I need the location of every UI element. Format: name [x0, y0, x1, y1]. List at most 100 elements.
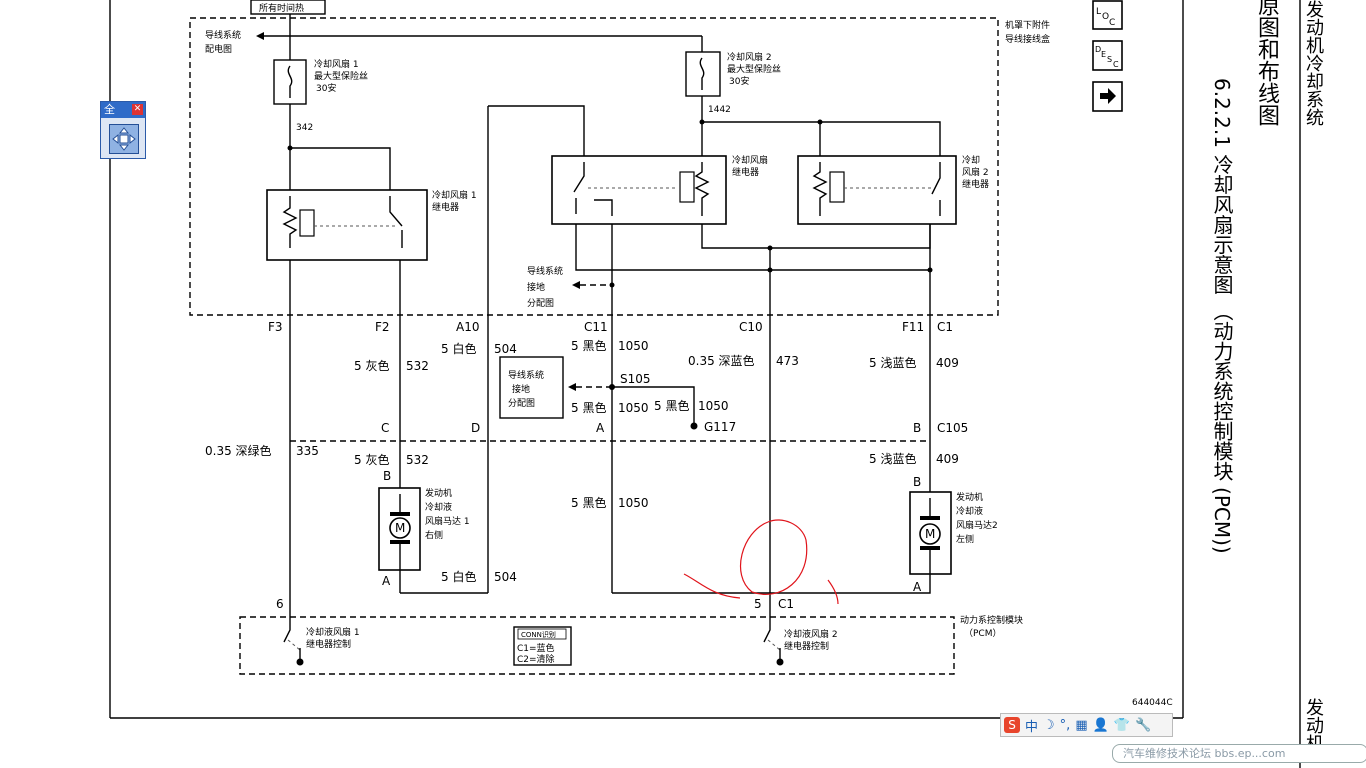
conn-id-box — [513, 626, 572, 666]
keyboard-icon[interactable]: ▦ — [1075, 717, 1088, 733]
arrow-right-icon — [1100, 88, 1116, 104]
fuse2-label-3: 30安 — [729, 75, 749, 87]
relay-2 — [797, 155, 957, 225]
wire-1442-label: 1442 — [708, 105, 731, 115]
pcm-pin-6: 6 — [276, 597, 284, 611]
pcm-connector-c1: C1 — [778, 597, 794, 611]
pcm-switch-2 — [763, 620, 771, 643]
wire-409b-num: 409 — [936, 452, 959, 466]
loc-button[interactable]: L O C — [1092, 0, 1123, 30]
wire-504-color: 5 白色 — [441, 341, 476, 356]
fuse2-label-1: 冷却风扇 2 — [727, 51, 772, 63]
moon-icon[interactable]: ☽ — [1043, 717, 1055, 733]
relay2-label-1: 冷却 — [962, 154, 980, 166]
close-icon[interactable]: ✕ — [132, 104, 143, 115]
vertical-footer: 发动机 — [1303, 698, 1324, 752]
motor2-brush — [920, 546, 940, 550]
motor-icon — [389, 517, 411, 539]
relaym-label-2: 继电器 — [732, 166, 759, 178]
relay2-resistor — [812, 162, 828, 216]
motor2-brush — [920, 516, 940, 520]
wire-1050d-color: 5 黑色 — [571, 496, 606, 510]
pcm-relay2-label-2: 继电器控制 — [784, 640, 829, 652]
underhood-junction-box — [189, 17, 999, 316]
relay1-resistor — [282, 196, 298, 248]
wire-504b-num: 504 — [494, 570, 517, 584]
wire-342-label: 342 — [296, 123, 313, 133]
wire-interconnect-1 — [575, 224, 930, 271]
wire-504b-color: 5 白色 — [441, 569, 476, 584]
fuse1-label-1: 冷却风扇 1 — [314, 58, 359, 70]
move-arrows-icon[interactable] — [109, 124, 139, 154]
conn-id-header — [517, 628, 567, 640]
floating-mini-panel[interactable]: 全 ✕ — [100, 101, 146, 159]
motor2-label-2: 冷却液 — [956, 505, 983, 517]
wire-1050d-num: 1050 — [618, 496, 649, 510]
relaym-label-1: 冷却风扇 — [732, 154, 768, 166]
desc-icon-e: E — [1101, 50, 1106, 59]
wire-g117 — [612, 386, 695, 424]
splice-s105-label: S105 — [620, 372, 651, 386]
wire-1050-color: 5 黑色 — [571, 339, 606, 353]
ground-g117-label: G117 — [704, 420, 736, 434]
ime-toolbar[interactable]: S 中 ☽ °, ▦ 👤 👕 🔧 — [1000, 713, 1173, 737]
relaym-coil — [679, 171, 695, 203]
pin-f2: F2 — [375, 320, 390, 334]
vertical-header-2: 原图和布线图 — [1254, 0, 1279, 126]
wrench-icon[interactable]: 🔧 — [1134, 717, 1152, 733]
motor1-brush — [390, 512, 410, 516]
user-icon[interactable]: 👤 — [1092, 717, 1109, 733]
relaym-contact-2 — [594, 199, 613, 216]
arrow-left-icon — [572, 281, 580, 289]
top-label-box — [250, 0, 326, 15]
desc-button[interactable]: D E S C — [1092, 40, 1123, 71]
skin-icon[interactable]: 👕 — [1113, 717, 1130, 733]
motor2-label-3: 风扇马达2 — [956, 519, 998, 531]
wire-1050-num: 1050 — [618, 339, 649, 353]
punctuation-icon[interactable]: °, — [1059, 717, 1071, 733]
pin-a: A — [596, 421, 605, 435]
pin-c: C — [381, 421, 389, 435]
ime-chinese-mode[interactable]: 中 — [1025, 719, 1039, 735]
red-annotation-circle — [683, 519, 839, 605]
relay2-label-3: 继电器 — [962, 178, 989, 190]
arrow-left-icon — [256, 32, 264, 40]
fuse-2-element — [699, 57, 705, 90]
wire-relay2-feed — [702, 121, 941, 156]
fuse-1-element — [287, 65, 293, 98]
pin-f3: F3 — [268, 320, 283, 334]
arrow-left-icon — [568, 383, 576, 391]
motor2-pin-b: B — [913, 475, 921, 489]
wire-532-num: 532 — [406, 359, 429, 373]
motor1-label-2: 冷却液 — [425, 501, 452, 513]
pcm-module — [239, 616, 955, 675]
pcm-relay2-label-1: 冷却液风扇 2 — [784, 628, 838, 640]
wire-473-color: 0.35 深蓝色 — [688, 354, 755, 368]
sogou-logo-icon[interactable]: S — [1004, 717, 1020, 733]
fuse2-label-2: 最大型保险丝 — [727, 63, 781, 75]
motor1-pin-b: B — [383, 469, 391, 483]
ground-icon — [776, 658, 784, 666]
pcm-link-2 — [767, 639, 781, 651]
relay2-coil — [829, 171, 845, 203]
ground-icon — [690, 422, 698, 430]
wire-532b-color: 5 灰色 — [354, 453, 389, 467]
wire-1050c-color: 5 黑色 — [654, 399, 689, 413]
ground-box-label-2: 接地 — [512, 383, 530, 395]
relaym-switch — [573, 162, 585, 193]
pin-f11: F11 — [902, 320, 924, 334]
wire-532-color: 5 灰色 — [354, 359, 389, 373]
motor1-pin-a: A — [382, 574, 391, 588]
pin-a10: A10 — [456, 320, 479, 334]
motor2-label-4: 左侧 — [956, 533, 974, 545]
next-button[interactable] — [1092, 81, 1123, 112]
relay2-label-2: 风扇 2 — [962, 166, 989, 178]
wiring-dist-label-2: 配电图 — [205, 43, 232, 55]
engine-box-label-2: 导线接线盒 — [1005, 33, 1050, 45]
wire-409-num: 409 — [936, 356, 959, 370]
pcm-label-1: 动力系控制模块 — [960, 614, 1023, 626]
ground-icon — [296, 658, 304, 666]
forum-watermark-banner: 汽车维修技术论坛 bbs.ep...com — [1112, 744, 1366, 763]
wire-motor2-return — [612, 550, 931, 594]
